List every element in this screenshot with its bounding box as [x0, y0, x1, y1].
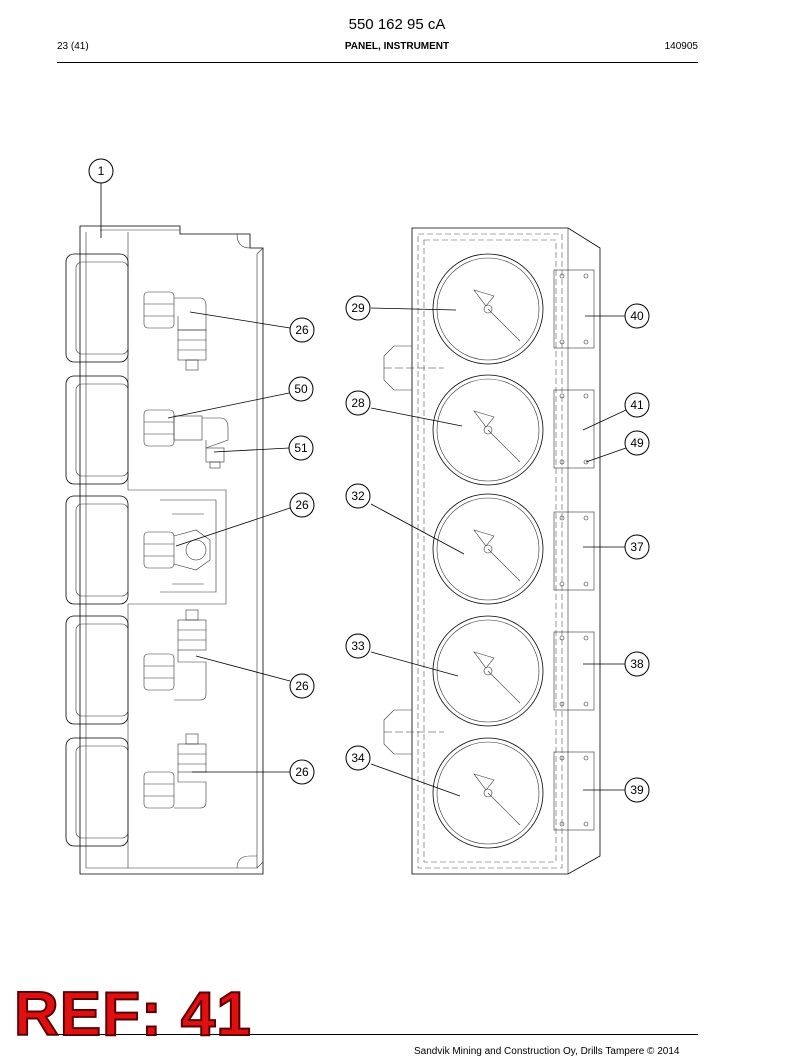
- gauge-face-2: [432, 374, 544, 486]
- svg-text:37: 37: [630, 540, 644, 554]
- fitting-row-4: [143, 609, 207, 701]
- panel-front-view: [370, 227, 627, 875]
- gauge-face-3: [432, 493, 544, 605]
- page-number: 23 (41): [57, 41, 89, 52]
- svg-text:1: 1: [98, 164, 105, 178]
- svg-text:49: 49: [630, 436, 644, 450]
- svg-text:26: 26: [295, 323, 309, 337]
- callout-1: 1: [88, 158, 114, 184]
- callout-39: 39: [624, 777, 650, 803]
- callout-28: 28: [345, 390, 371, 416]
- svg-text:26: 26: [295, 679, 309, 693]
- svg-text:26: 26: [295, 498, 309, 512]
- svg-text:40: 40: [630, 309, 644, 323]
- callout-26-c: 26: [289, 673, 315, 699]
- bracket-4: [553, 631, 595, 711]
- callout-40: 40: [624, 303, 650, 329]
- gauge-face-5: [432, 737, 544, 849]
- bracket-3: [553, 511, 595, 591]
- gauge-body-side: [65, 253, 129, 847]
- fitting-row-3: [143, 499, 217, 593]
- footer-copyright: Sandvik Mining and Construction Oy, Dril…: [414, 1046, 680, 1057]
- callout-37: 37: [624, 534, 650, 560]
- svg-text:50: 50: [294, 382, 308, 396]
- callout-29: 29: [345, 295, 371, 321]
- date-code: 140905: [664, 41, 698, 52]
- callout-26-a: 26: [289, 317, 315, 343]
- callout-38: 38: [624, 651, 650, 677]
- svg-text:32: 32: [351, 489, 365, 503]
- callout-49: 49: [624, 430, 650, 456]
- callout-32: 32: [345, 483, 371, 509]
- svg-text:51: 51: [294, 441, 308, 455]
- callout-34: 34: [345, 745, 371, 771]
- gauge-face-4: [432, 615, 544, 727]
- panel-side-view: [65, 183, 291, 875]
- bracket-5: [553, 751, 595, 831]
- gauge-face-1: [432, 253, 544, 365]
- ref-stamp: REF: 41: [13, 980, 252, 1049]
- header-rule: [57, 62, 698, 63]
- svg-text:38: 38: [630, 657, 644, 671]
- svg-text:34: 34: [351, 751, 365, 765]
- svg-text:39: 39: [630, 783, 644, 797]
- svg-text:41: 41: [630, 398, 644, 412]
- callout-50: 50: [288, 376, 314, 402]
- svg-text:26: 26: [295, 765, 309, 779]
- callout-51: 51: [288, 435, 314, 461]
- document-number: 550 162 95 cA: [348, 16, 446, 33]
- callout-41: 41: [624, 392, 650, 418]
- fitting-row-2: [143, 409, 229, 469]
- svg-text:29: 29: [351, 301, 365, 315]
- callout-26-d: 26: [289, 759, 315, 785]
- bracket-2: [553, 389, 595, 469]
- fitting-row-1: [143, 291, 207, 371]
- bracket-1: [553, 269, 595, 349]
- callout-33: 33: [345, 633, 371, 659]
- callout-26-b: 26: [289, 492, 315, 518]
- fitting-row-5: [143, 733, 207, 809]
- footer-rule: [57, 1034, 698, 1035]
- svg-text:33: 33: [351, 639, 365, 653]
- svg-text:28: 28: [351, 396, 365, 410]
- page-title: PANEL, INSTRUMENT: [344, 41, 450, 52]
